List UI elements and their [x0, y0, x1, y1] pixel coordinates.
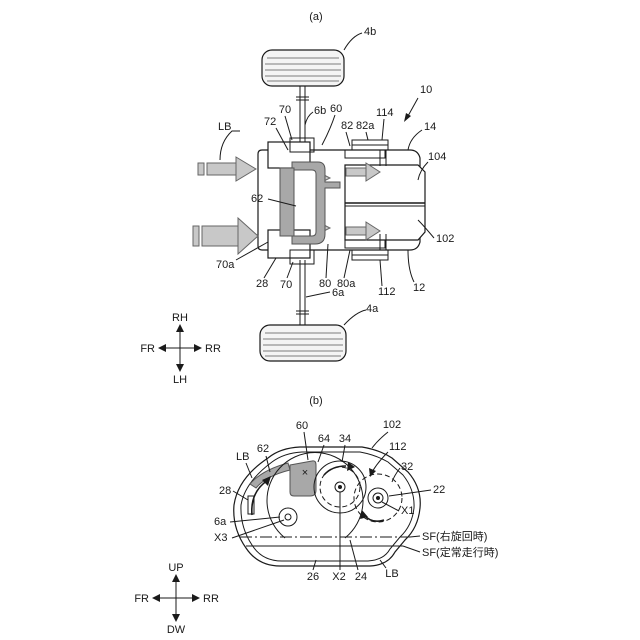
label-x2: X2	[332, 571, 345, 583]
leader-4a	[344, 310, 366, 325]
leader-82a	[366, 132, 368, 140]
label-72: 72	[264, 116, 276, 128]
label-104: 104	[428, 151, 446, 163]
leader-6b	[305, 112, 313, 125]
label-12: 12	[413, 282, 425, 294]
label-114: 114	[376, 107, 394, 119]
label-6b: 6b	[314, 105, 326, 117]
leader-4b	[344, 33, 362, 50]
compass-b-left: FR	[134, 593, 149, 605]
label-22: 22	[433, 484, 445, 496]
label-62-b: 62	[257, 443, 269, 455]
label-x1: X1	[401, 505, 414, 517]
tire-4a	[260, 325, 346, 361]
label-64: 64	[318, 433, 330, 445]
label-26: 26	[307, 571, 319, 583]
label-24: 24	[355, 571, 367, 583]
compass-b-right: RR	[203, 593, 219, 605]
compass-a-up: RH	[172, 312, 188, 324]
leader-sf-straight	[403, 546, 420, 552]
label-70-top: 70	[279, 104, 291, 116]
compass-a-right: RR	[205, 343, 221, 355]
label-102-b: 102	[383, 419, 401, 431]
compass-b-up: UP	[168, 562, 183, 574]
external-arrow-upper	[198, 157, 256, 181]
leader-sf-turn	[410, 536, 420, 537]
compass-a-left: FR	[140, 343, 155, 355]
external-arrow-lower	[193, 218, 258, 254]
label-10: 10	[420, 84, 432, 96]
shaft-6a	[296, 260, 309, 325]
compass-b-down: DW	[167, 624, 186, 636]
figure-b: (b) × 60 102	[134, 395, 498, 636]
label-62-a: 62	[251, 193, 263, 205]
label-60-a: 60	[330, 103, 342, 115]
compass-b	[152, 574, 200, 622]
label-80a: 80a	[337, 278, 356, 290]
compass-a-down: LH	[173, 374, 187, 386]
label-80: 80	[319, 278, 331, 290]
label-28-a: 28	[256, 278, 268, 290]
label-60-b: 60	[296, 420, 308, 432]
label-lb-b-top: LB	[236, 451, 249, 463]
leader-112	[380, 260, 382, 286]
arrowhead-10	[404, 113, 411, 122]
caption-b: (b)	[309, 395, 322, 407]
leader-12	[408, 250, 414, 282]
label-lb-a: LB	[218, 121, 231, 133]
label-28-b: 28	[219, 485, 231, 497]
passage-inner-wall	[280, 168, 294, 236]
label-32: 32	[401, 461, 413, 473]
label-sf-turn: SF(右旋回時)	[422, 529, 487, 543]
label-6a-b: 6a	[214, 516, 227, 528]
label-102-a: 102	[436, 233, 454, 245]
leader-lb-a	[220, 131, 240, 160]
label-112-b: 112	[389, 441, 407, 453]
leader-102-b	[372, 432, 388, 448]
leader-6a-a	[306, 292, 330, 297]
leader-10	[408, 98, 418, 116]
label-4b: 4b	[364, 26, 376, 38]
label-sf-straight: SF(定常走行時)	[422, 545, 498, 559]
label-82: 82	[341, 120, 353, 132]
leader-114	[382, 119, 384, 140]
leader-80a	[344, 250, 350, 278]
leader-14	[408, 130, 422, 150]
label-34: 34	[339, 433, 351, 445]
label-4a: 4a	[366, 303, 379, 315]
leader-82	[346, 132, 350, 146]
compass-a	[158, 324, 202, 372]
label-70a: 70a	[216, 259, 235, 271]
label-112: 112	[378, 286, 396, 298]
leader-28-a	[264, 258, 276, 278]
label-14: 14	[424, 121, 436, 133]
leader-70-top	[285, 116, 292, 140]
label-70-bottom: 70	[280, 279, 292, 291]
tire-4b	[262, 50, 344, 86]
label-lb-b-bottom: LB	[385, 568, 398, 580]
caption-a: (a)	[309, 11, 322, 23]
leader-60-a	[322, 115, 335, 145]
mark-x: ×	[302, 467, 308, 479]
label-x3: X3	[214, 532, 227, 544]
label-82a: 82a	[356, 120, 375, 132]
figure-a: (a) 4b 4a	[140, 11, 454, 386]
